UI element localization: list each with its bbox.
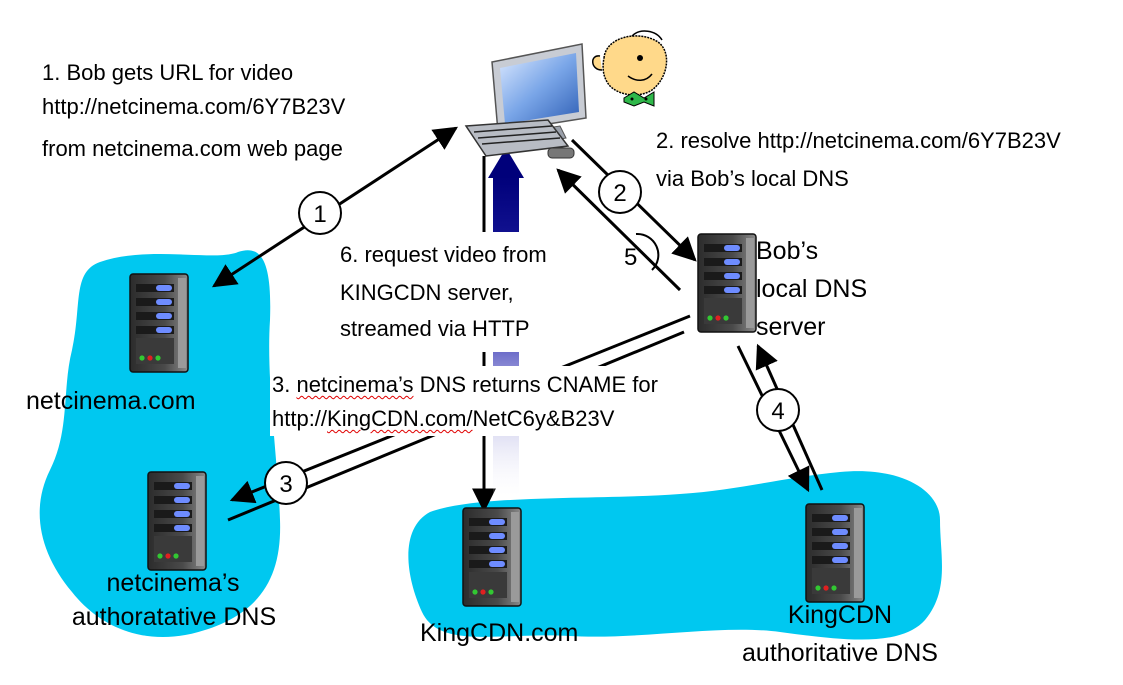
kingcdn-dns-server-icon [805, 503, 865, 603]
step3-line2-c: NetC6y&B23V [472, 406, 615, 431]
step3-line1-b: netcinema’s [296, 372, 414, 397]
step2-line1: 2. resolve http://netcinema.com/6Y7B23V [656, 128, 1061, 153]
step3-line1: 3. netcinema’s DNS returns CNAME for [272, 372, 658, 398]
local-dns-label-line1: Bob’s [756, 237, 819, 265]
step2-line2: via Bob’s local DNS [656, 166, 849, 191]
step3-line2: http://KingCDN.com/NetC6y&B23V [272, 406, 614, 432]
marker-2: 2 [598, 170, 642, 214]
arrow-step5 [556, 168, 682, 292]
step6-label-box [330, 232, 592, 352]
marker-2-label: 2 [613, 180, 626, 207]
kingcdn-server-icon [462, 507, 522, 607]
marker-4: 4 [756, 388, 800, 432]
step3-label-box [270, 366, 712, 436]
local-dns-server-icon [697, 233, 757, 333]
netcinema-cloud [39, 250, 281, 638]
step6-line1: 6. request video from [340, 242, 547, 267]
kingcdn-dns-label-line2: authoritative DNS [742, 639, 938, 667]
step3-line1-c: DNS returns CNAME for [413, 372, 658, 397]
kingcdn-label: KingCDN.com [420, 619, 579, 647]
local-dns-label-line2: local DNS [756, 275, 868, 303]
step3-line2-a: http:// [272, 406, 328, 431]
marker-3: 3 [264, 461, 308, 505]
step6-line3: streamed via HTTP [340, 316, 530, 341]
marker-5-label: 5 [624, 244, 637, 271]
local-dns-label-line3: server [756, 313, 826, 341]
netcinema-label: netcinema.com [26, 387, 196, 415]
step6-line2: KINGCDN server, [340, 280, 514, 305]
step1-line1: 1. Bob gets URL for video [42, 60, 294, 85]
step3-line2-b: KingCDN.com/ [327, 406, 473, 431]
bob-avatar-icon [592, 30, 668, 107]
marker-3-label: 3 [279, 471, 292, 498]
step3-line1-a: 3. [272, 372, 297, 397]
netcinema-dns-server-icon [147, 471, 207, 571]
step1-line2: http://netcinema.com/6Y7B23V [42, 94, 346, 119]
netcinema-server-icon [129, 273, 189, 373]
marker-1-label: 1 [313, 201, 326, 228]
marker-5: 5 [624, 232, 660, 271]
marker-1: 1 [298, 191, 342, 235]
computer-icon [464, 43, 587, 159]
netcinema-dns-label-line1: netcinema’s [106, 569, 240, 597]
netcinema-dns-label-line2: authoratative DNS [71, 603, 277, 631]
marker-4-label: 4 [771, 398, 784, 425]
kingcdn-dns-label-line1: KingCDN [787, 601, 893, 629]
step1-line3: from netcinema.com web page [42, 136, 343, 161]
